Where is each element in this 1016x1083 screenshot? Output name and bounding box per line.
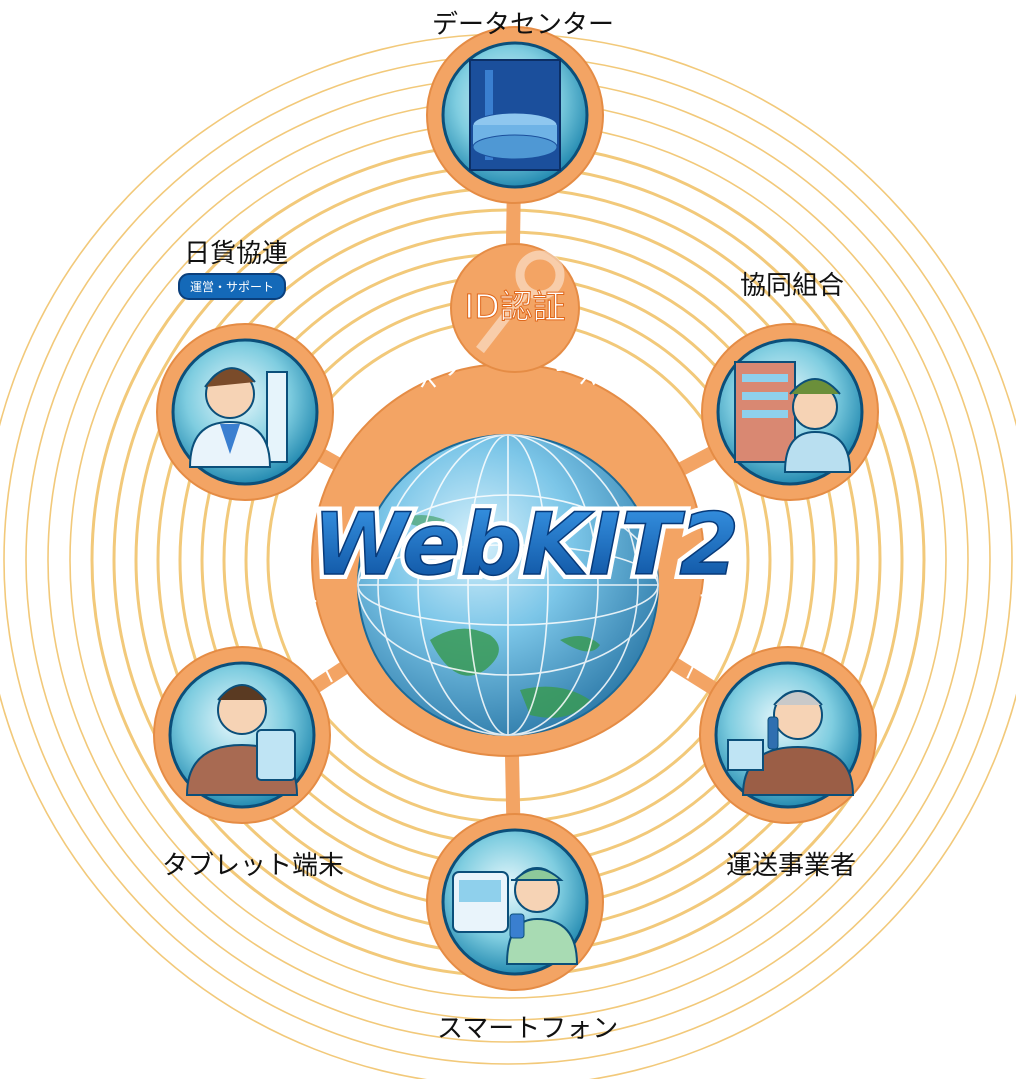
key-icon bbox=[476, 250, 565, 354]
smartphone-label: スマートフォン bbox=[437, 1014, 619, 1044]
server-icon bbox=[469, 59, 561, 171]
tablet-label: タブレット端末 bbox=[162, 851, 345, 881]
id-auth-label: ID認証 bbox=[464, 287, 565, 326]
carrier-node bbox=[699, 646, 877, 824]
logo-outline: WebKIT2 bbox=[313, 495, 739, 595]
tablet-node bbox=[153, 646, 331, 824]
nikka-label: 日貨協連 bbox=[184, 239, 289, 269]
phone-call-icon bbox=[727, 690, 855, 796]
office-building-icon bbox=[734, 361, 852, 473]
id-auth-node: ID認証 bbox=[450, 243, 580, 373]
truck-driver-icon bbox=[452, 867, 579, 965]
logo-webkit2: WebKIT2 bbox=[313, 495, 739, 595]
data-center-label: データセンター bbox=[432, 10, 615, 40]
smartphone-node bbox=[426, 813, 604, 991]
operator-headset-icon bbox=[188, 367, 288, 468]
cooperative-node bbox=[701, 323, 879, 501]
nikka-node bbox=[156, 323, 334, 501]
data-center-node bbox=[426, 26, 604, 204]
tablet-user-icon bbox=[185, 684, 299, 796]
cooperative-label: 協同組合 bbox=[740, 271, 845, 301]
carrier-label: 運送事業者 bbox=[726, 851, 857, 881]
globe bbox=[357, 434, 659, 736]
support-badge: 運営・サポート bbox=[178, 273, 287, 300]
